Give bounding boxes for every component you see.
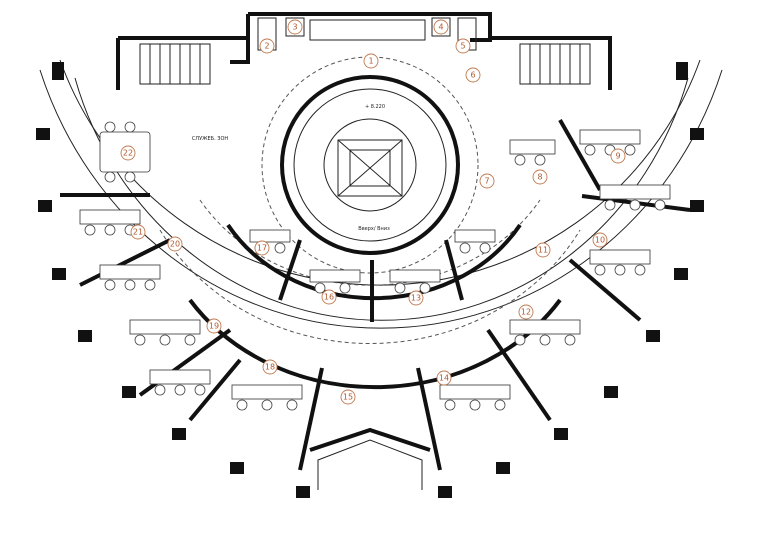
room-marker-17	[254, 240, 270, 256]
room-number-5: 5	[460, 42, 465, 51]
stair-note: Вверх/ Вниз	[358, 226, 390, 232]
room-marker-8	[532, 169, 548, 185]
room-number-10: 10	[595, 236, 605, 245]
room-marker-16	[321, 289, 337, 305]
room-number-17: 17	[257, 244, 267, 253]
room-number-8: 8	[537, 173, 542, 182]
room-marker-5	[455, 38, 471, 54]
room-number-9: 9	[615, 152, 620, 161]
entrance-bay	[309, 427, 431, 490]
room-marker-9	[610, 148, 626, 164]
room-number-6: 6	[470, 71, 475, 80]
service-block	[246, 12, 492, 51]
room-number-7: 7	[484, 177, 489, 186]
room-marker-21	[130, 224, 146, 240]
room-number-2: 2	[264, 42, 269, 51]
right-stair	[490, 36, 612, 90]
room-number-18: 18	[265, 363, 275, 372]
room-number-11: 11	[538, 246, 548, 255]
room-marker-4	[433, 19, 449, 35]
room-marker-18	[262, 359, 278, 375]
room-marker-1	[363, 53, 379, 69]
room-marker-22	[120, 145, 136, 161]
room-number-14: 14	[439, 374, 449, 383]
room-marker-19	[206, 318, 222, 334]
room-marker-14	[436, 370, 452, 386]
furniture	[79, 121, 671, 411]
room-marker-20	[167, 236, 183, 252]
room-marker-11	[535, 242, 551, 258]
room-number-4: 4	[438, 23, 443, 32]
room-marker-3	[287, 19, 303, 35]
room-marker-15	[340, 389, 356, 405]
room-marker-10	[592, 232, 608, 248]
room-number-13: 13	[411, 294, 421, 303]
central-rotunda	[261, 56, 479, 274]
radial-walls	[60, 119, 691, 471]
room-number-3: 3	[292, 23, 297, 32]
room-number-1: 1	[368, 57, 373, 66]
facade-piers	[36, 62, 704, 498]
room-marker-12	[518, 304, 534, 320]
room-number-15: 15	[343, 393, 353, 402]
room-marker-7	[479, 173, 495, 189]
corridor-note: СЛУЖЕБ. ЗОН	[192, 136, 229, 142]
room-number-20: 20	[170, 240, 180, 249]
left-stair	[116, 36, 250, 90]
room-number-16: 16	[324, 293, 334, 302]
room-number-22: 22	[123, 149, 133, 158]
lift-level-label: + 8.220	[365, 104, 385, 110]
room-number-21: 21	[133, 228, 143, 237]
room-marker-6	[465, 67, 481, 83]
room-number-12: 12	[521, 308, 531, 317]
room-marker-2	[259, 38, 275, 54]
room-marker-13	[408, 290, 424, 306]
room-number-19: 19	[209, 322, 219, 331]
